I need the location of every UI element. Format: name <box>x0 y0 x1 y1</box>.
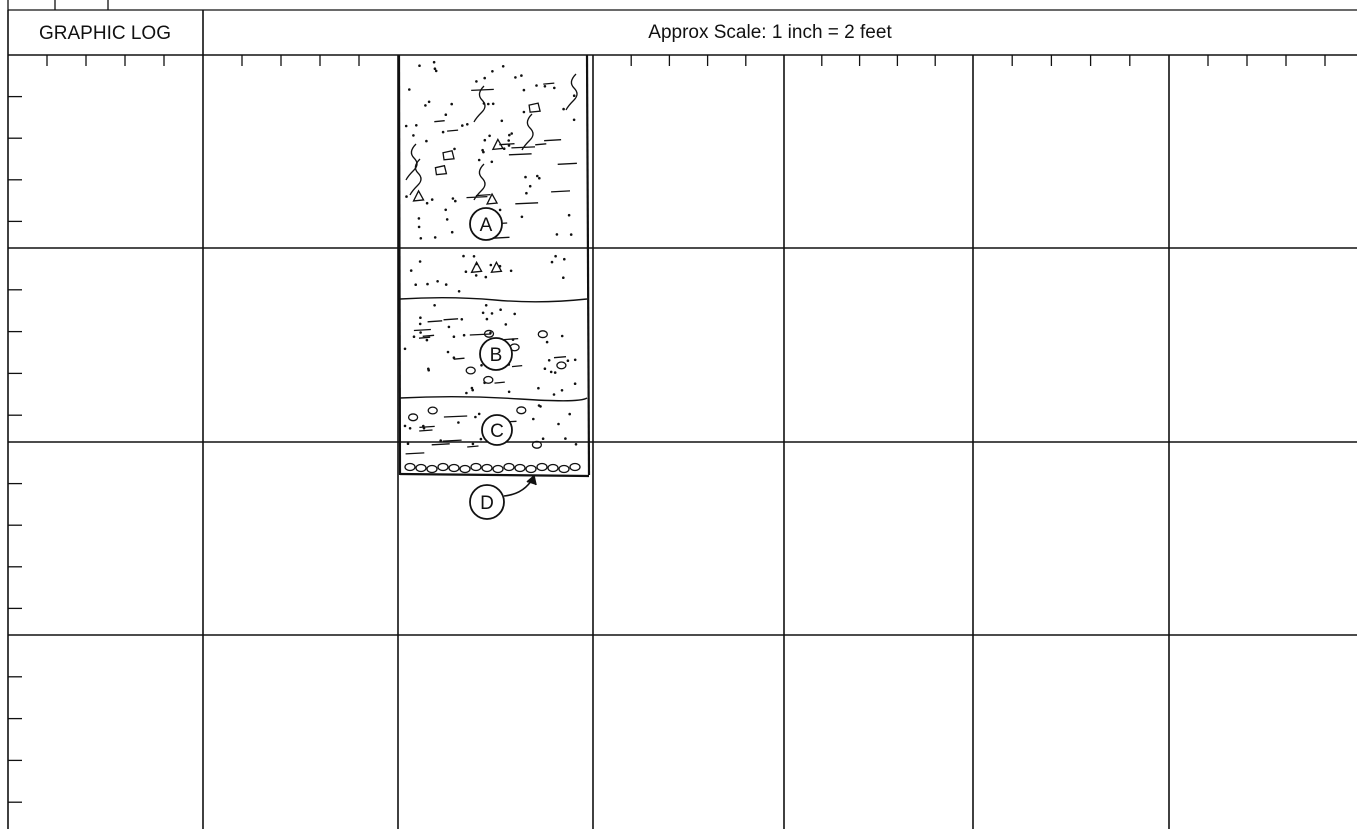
contact-2 <box>400 397 587 401</box>
contact-1 <box>400 298 587 302</box>
unit-label-b: B <box>480 338 512 370</box>
sediment-texture <box>404 61 580 473</box>
svg-text:D: D <box>480 493 494 514</box>
scale-ticks <box>8 55 1325 802</box>
column-right-edge <box>587 55 589 475</box>
strat-column <box>399 55 589 476</box>
top-stub-strip <box>8 0 1357 10</box>
svg-text:A: A <box>480 215 493 236</box>
unit-label-c: C <box>482 415 512 445</box>
scale-label: Approx Scale: 1 inch = 2 feet <box>648 22 892 43</box>
header-row <box>8 10 1357 829</box>
grid <box>8 55 1357 829</box>
graphic-log-title: GRAPHIC LOG <box>39 23 171 44</box>
svg-text:C: C <box>490 421 504 442</box>
column-left-edge <box>399 55 400 475</box>
svg-text:B: B <box>490 345 503 366</box>
unit-label-d: D <box>470 485 504 519</box>
unit-label-a: A <box>470 208 502 240</box>
column-base <box>400 474 589 476</box>
unit-d-arrow <box>504 476 536 496</box>
